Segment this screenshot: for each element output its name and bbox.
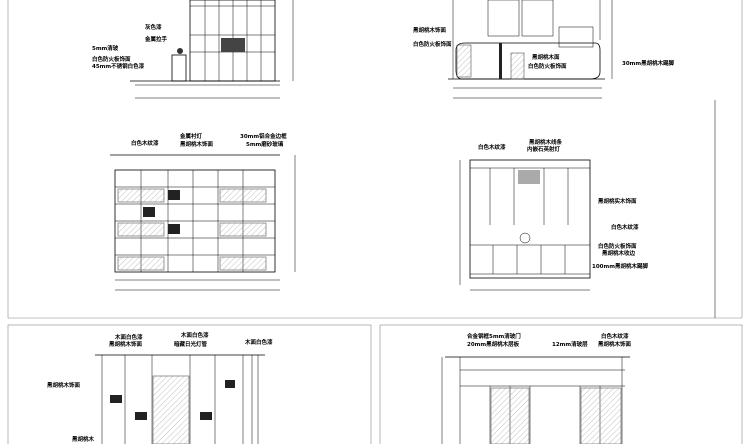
label: 黑胡桃木线条 xyxy=(529,140,563,146)
label: 合金钢框5mm清玻门 xyxy=(467,334,521,340)
label: 黑胡桃木 xyxy=(72,437,95,443)
label: 黑胡桃木面 xyxy=(532,55,560,61)
label: 12mm清玻层 xyxy=(552,342,588,348)
label: 45mm不锈钢白色漆 xyxy=(92,64,145,70)
label: 黑胡桃木饰面 xyxy=(598,342,632,348)
label: 白色木纹漆 xyxy=(611,225,639,231)
sheet-frames xyxy=(7,0,743,444)
label: 20mm黑胡桃木层板 xyxy=(467,342,520,348)
label: 白色木纹漆 xyxy=(601,334,629,340)
label: 5mm清玻 xyxy=(92,46,119,52)
elevation-middle-left xyxy=(110,154,296,291)
label: 白色防火板饰面 xyxy=(92,57,131,63)
label: 白色木纹漆 xyxy=(131,141,159,147)
label: 白色防火板饰面 xyxy=(528,64,567,70)
label: 木面白色漆 xyxy=(245,340,273,346)
label: 白色木纹漆 xyxy=(478,145,506,151)
elevation-top-right xyxy=(448,0,613,99)
label: 木面白色漆 xyxy=(181,333,209,339)
label: 金属拉手 xyxy=(145,37,168,43)
elevation-bottom-right xyxy=(441,356,630,444)
elevation-top-left xyxy=(130,0,294,99)
label: 灰色漆 xyxy=(145,25,162,31)
label: 黑胡桃木收边 xyxy=(602,251,636,257)
label: 白色防火板饰面 xyxy=(413,42,452,48)
label: 暗藏日光灯管 xyxy=(174,342,208,348)
label: 30mm黑胡桃木踢脚 xyxy=(622,61,675,67)
label: 5mm磨砂玻璃 xyxy=(246,142,284,148)
label: 100mm黑胡桃木踢脚 xyxy=(592,264,648,270)
label: 白色防火板饰面 xyxy=(598,244,637,250)
label: 金属衬灯 xyxy=(180,134,203,140)
label: 黑胡桃实木饰面 xyxy=(598,199,637,205)
elevation-bottom-left xyxy=(95,354,265,444)
label: 黑胡桃木饰面 xyxy=(47,383,81,389)
label: 30mm铝合金边框 xyxy=(240,134,287,140)
label: 黑胡桃木饰面 xyxy=(413,28,447,34)
label: 黑胡桃木饰面 xyxy=(180,142,214,148)
label: 黑胡桃木饰面 xyxy=(109,342,143,348)
elevation-middle-right xyxy=(459,159,591,291)
label: 木面白色漆 xyxy=(115,335,143,341)
label: 内嵌石英射灯 xyxy=(527,147,561,153)
